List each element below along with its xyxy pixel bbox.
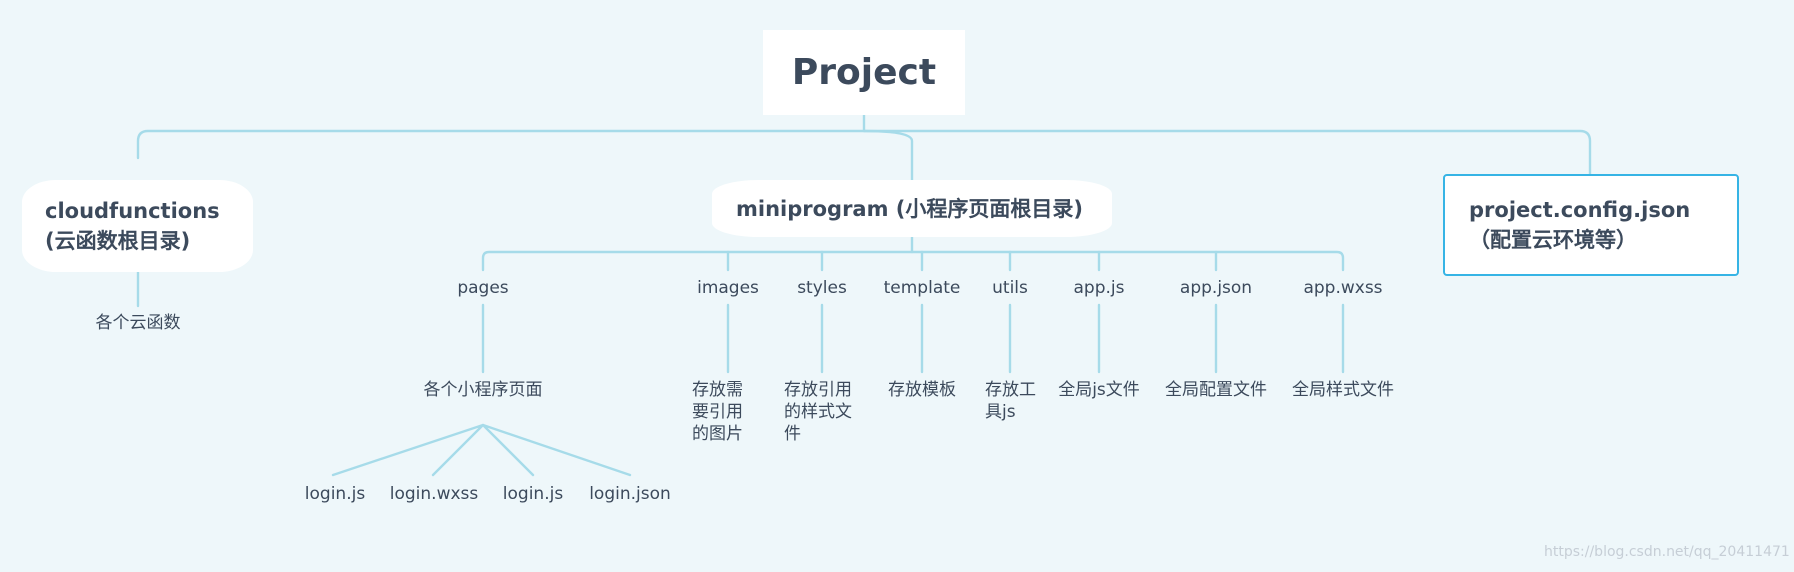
folder-label: utils: [992, 278, 1028, 298]
folder-label: styles: [797, 278, 847, 298]
folder-desc: 存放工具js: [985, 380, 1036, 422]
folder-desc: 存放模板: [888, 380, 956, 400]
connector-pages-fan: [331, 423, 632, 477]
folder-label: images: [697, 278, 759, 298]
folder-desc: 全局配置文件: [1165, 380, 1267, 400]
cloudfunctions-child: 各个云函数: [95, 313, 181, 333]
folder-desc: 各个小程序页面: [423, 380, 543, 400]
folder-label: app.wxss: [1303, 278, 1383, 298]
root-label: Project: [791, 52, 937, 93]
connector-top-bus: [136, 129, 1592, 176]
folder-desc: 全局js文件: [1058, 380, 1140, 400]
project-config-label: project.config.json （配置云环境等）: [1469, 198, 1691, 252]
connector-to-miniprogram: [862, 129, 914, 182]
page-file: login.wxss: [389, 484, 479, 504]
page-file: login.js: [502, 484, 564, 504]
folder-label: pages: [457, 278, 509, 298]
watermark: https://blog.csdn.net/qq_20411471: [1544, 544, 1790, 560]
folder-desc: 存放引用的样式文件: [784, 380, 852, 444]
root-node: Project: [763, 30, 965, 115]
cloudfunctions-node: cloudfunctions (云函数根目录): [22, 180, 253, 272]
folder-label: app.js: [1073, 278, 1125, 298]
folder-label: app.json: [1179, 278, 1253, 298]
folder-desc: 存放需要引用的图片: [692, 380, 743, 444]
folder-desc: 全局样式文件: [1292, 380, 1394, 400]
miniprogram-node: miniprogram (小程序页面根目录): [712, 180, 1112, 237]
connector-mini-bus: [481, 250, 1345, 272]
page-file: login.js: [304, 484, 366, 504]
cloudfunctions-label: cloudfunctions (云函数根目录): [45, 199, 220, 253]
folder-label: template: [883, 278, 961, 298]
page-file: login.json: [589, 484, 671, 504]
project-config-node: project.config.json （配置云环境等）: [1443, 174, 1739, 276]
miniprogram-label: miniprogram (小程序页面根目录): [736, 196, 1083, 221]
